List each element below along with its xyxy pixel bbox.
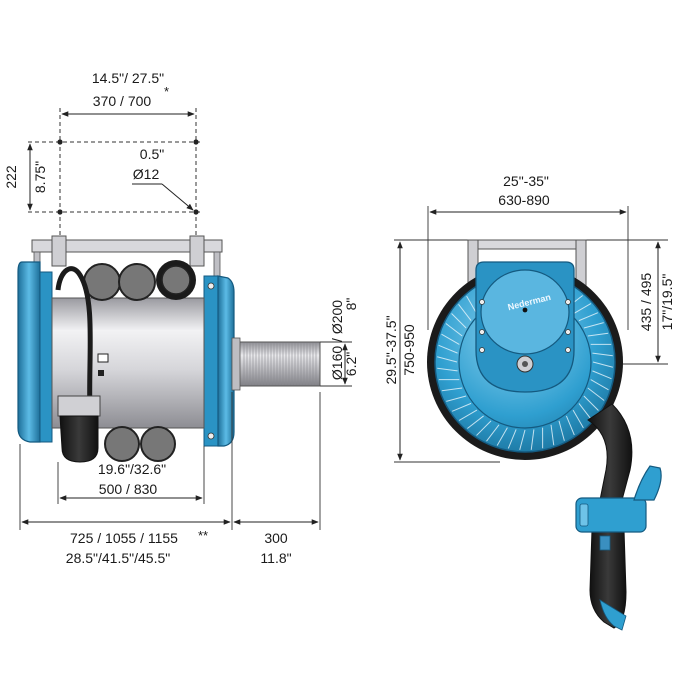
mounting-bracket	[31, 235, 223, 283]
outlet-in-b-label: 6.2"	[343, 352, 359, 376]
hole-callout: 0.5" Ø12	[132, 146, 194, 211]
total-in-label: 28.5"/41.5"/45.5"	[66, 550, 170, 566]
right-width-dimension: 25"-35" 630-890	[427, 173, 629, 330]
right-height-mm-label: 750-950	[401, 324, 417, 376]
mounting-hole-pattern	[28, 139, 200, 242]
right-height-in-label: 29.5"-37.5"	[383, 315, 399, 384]
hose-loop	[55, 266, 93, 415]
mount-height-dimension: 222 8.75"	[3, 143, 48, 211]
duct-ribs	[243, 343, 317, 385]
hole-in-label: 0.5"	[140, 146, 164, 162]
side-cover-right	[203, 275, 235, 447]
right-height-dimension: 29.5"-37.5" 750-950	[383, 239, 500, 463]
hose-coils-bottom	[104, 426, 176, 462]
overall-width-dimension: 725 / 1055 / 1155 ** 28.5"/41.5"/45.5" 3…	[19, 392, 321, 566]
outlet-len-in-label: 11.8"	[260, 550, 291, 566]
outlet-dia-label: Ø160 / Ø200	[329, 300, 345, 380]
right-width-mm-label: 630-890	[498, 192, 550, 208]
right-view: 25"-35" 630-890 29.5"-37.5" 750-950 435 …	[383, 173, 675, 631]
mount-height-in-label: 8.75"	[32, 161, 48, 193]
right-cover-plate: Nederman	[475, 261, 575, 393]
side-cover-left	[17, 261, 53, 443]
right-upper-in-label: 17"/19.5"	[659, 274, 675, 331]
hose-coils-top	[83, 260, 196, 301]
right-width-in-label: 25"-35"	[503, 173, 549, 189]
right-hose	[587, 403, 633, 631]
mount-height-mm-label: 222	[3, 165, 19, 189]
nozzle-clamp	[575, 465, 662, 533]
right-upper-mm-label: 435 / 495	[638, 273, 654, 332]
top-width-mm-label: 370 / 700	[93, 93, 152, 109]
hole-dia-label: Ø12	[133, 166, 160, 182]
outlet-len-mm-label: 300	[264, 530, 288, 546]
outlet-in-a-label: 8"	[343, 298, 359, 311]
top-width-star: *	[164, 84, 169, 99]
outlet-diameter-dimension: Ø160 / Ø200 8" 6.2"	[320, 298, 359, 387]
total-mm-label: 725 / 1055 / 1155	[70, 530, 178, 546]
top-width-in-label: 14.5"/ 27.5"	[92, 70, 164, 86]
outlet-duct	[231, 337, 321, 391]
left-view: 14.5"/ 27.5" 370 / 700 * 222 8.75" 0.5" …	[3, 70, 359, 566]
drum-in-label: 19.6"/32.6"	[98, 461, 166, 477]
top-width-dimension: 14.5"/ 27.5" 370 / 700 *	[59, 70, 197, 140]
drum-width-dimension: 19.6"/32.6" 500 / 830	[57, 446, 205, 504]
total-star: **	[198, 528, 208, 543]
drum-mm-label: 500 / 830	[99, 481, 158, 497]
hose-nozzle	[57, 395, 101, 463]
